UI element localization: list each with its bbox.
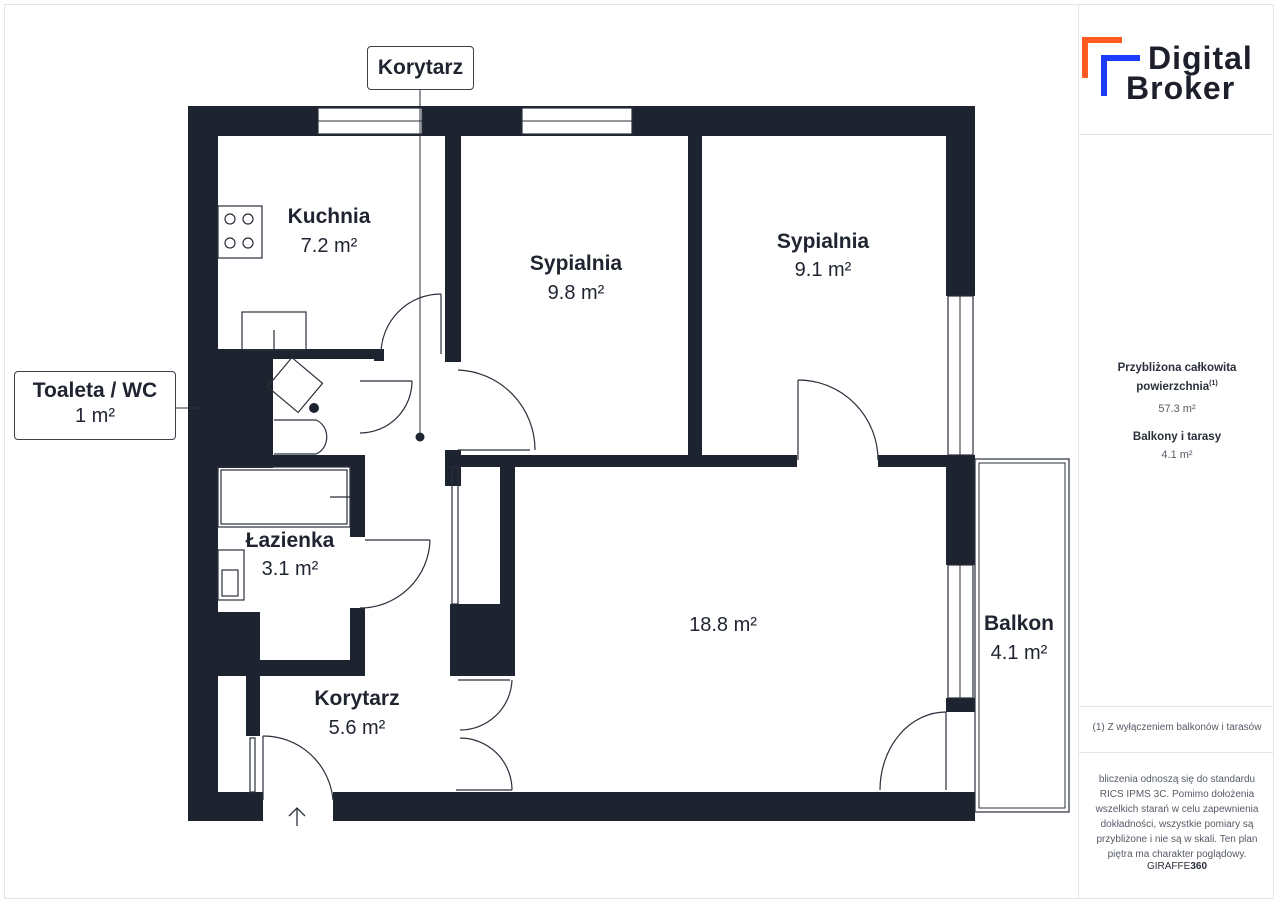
callout-toaleta: Toaleta / WC 1 m² — [14, 371, 176, 440]
bathroom-sink-icon — [217, 549, 245, 601]
room-name-lazienka: Łazienka — [246, 529, 335, 552]
room-name-sypialnia-2: Sypialnia — [777, 230, 870, 253]
sidebar-divider-mid — [1079, 706, 1274, 707]
sidebar-divider-low — [1079, 752, 1274, 753]
windows — [317, 107, 974, 699]
sidebar-divider — [1078, 4, 1079, 899]
disclaimer: bliczenia odnoszą się do standardu RICS … — [1095, 774, 1259, 860]
page-frame — [4, 4, 1274, 899]
giraffe-credit: GIRAFFE360 — [1146, 861, 1208, 872]
room-area-korytarz: 5.6 m² — [329, 717, 386, 739]
balcony-label: Balkony i tarasy — [1132, 430, 1222, 443]
total-area-label-1: Przybliżona całkowita — [1117, 362, 1237, 374]
entry-arrow-icon — [288, 807, 306, 826]
room-area-kuchnia: 7.2 m² — [301, 235, 358, 257]
room-area-salon: 18.8 m² — [689, 614, 757, 636]
logo-line1: Digital — [1148, 40, 1253, 76]
toilet-icon — [274, 419, 328, 455]
room-area-lazienka: 3.1 m² — [262, 558, 319, 580]
callout-korytarz: Korytarz — [367, 46, 474, 90]
walls — [188, 106, 975, 821]
balcony-value: 4.1 m² — [1161, 448, 1193, 461]
sidebar-divider-top — [1079, 134, 1274, 135]
callout-toaleta-label: Toaleta / WC — [32, 379, 158, 402]
digital-broker-logo: Digital Broker — [1082, 30, 1272, 110]
callout-korytarz-label: Korytarz — [377, 56, 464, 79]
room-area-sypialnia-1: 9.8 m² — [548, 282, 605, 304]
stove-icon — [217, 205, 263, 259]
logo-mark-icon — [1082, 37, 1140, 96]
balcony-outline — [974, 458, 1070, 813]
room-area-balkon: 4.1 m² — [991, 642, 1048, 664]
callout-toaleta-area: 1 m² — [75, 405, 115, 427]
sink-icon — [241, 311, 307, 351]
total-area-value: 57.3 m² — [1158, 402, 1196, 415]
room-name-korytarz: Korytarz — [314, 687, 399, 710]
wc-sink-icon — [266, 356, 324, 414]
doors — [262, 293, 947, 801]
total-area-label-2: powierzchnia(1) — [1136, 380, 1218, 393]
footnote: (1) Z wyłączeniem balkonów i tarasów — [1092, 722, 1262, 733]
room-name-balkon: Balkon — [984, 612, 1054, 635]
room-name-sypialnia-1: Sypialnia — [530, 252, 623, 275]
room-name-kuchnia: Kuchnia — [288, 205, 371, 228]
floor-plan: Kuchnia 7.2 m² Sypialnia 9.8 m² Sypialni… — [176, 90, 1070, 826]
total-area-block: Przybliżona całkowita powierzchnia(1) 57… — [1082, 360, 1272, 461]
logo-line2: Broker — [1126, 70, 1236, 106]
room-area-sypialnia-2: 9.1 m² — [795, 259, 852, 281]
